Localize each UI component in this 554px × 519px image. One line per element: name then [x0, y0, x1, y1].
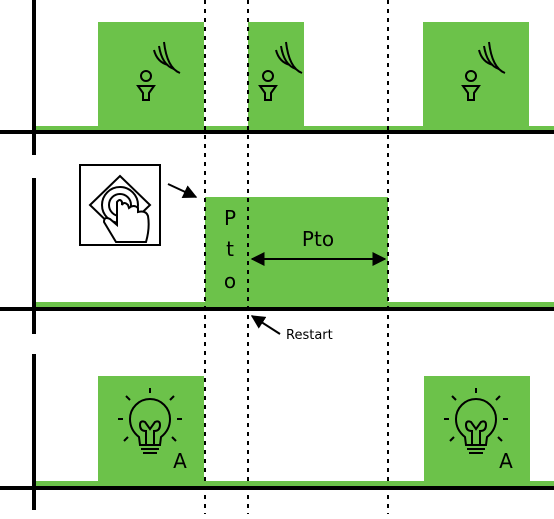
sensor-pulse-2	[248, 22, 304, 130]
lamp-output-letter: A	[499, 449, 513, 473]
lamp-row: A A	[0, 354, 554, 510]
motion-sensor-icon	[258, 41, 303, 101]
sensor-row	[0, 0, 554, 155]
touch-button-icon	[79, 164, 161, 246]
pto-vertical-letter: t	[226, 237, 234, 261]
lamp-pulse-1	[98, 376, 204, 487]
pto-vertical-letter: P	[224, 206, 236, 230]
press-arrow	[167, 183, 198, 199]
timer-row: P t o Pto Restart	[0, 164, 554, 343]
light-bulb-icon	[444, 388, 508, 454]
pto-span-label: Pto	[302, 227, 334, 251]
light-bulb-icon	[118, 388, 182, 454]
pto-vertical-letter: o	[224, 269, 236, 293]
lamp-pulse-2	[424, 376, 530, 487]
lamp-baseline-fill	[34, 481, 554, 487]
lamp-output-letter: A	[173, 449, 187, 473]
motion-sensor-icon	[136, 41, 181, 101]
motion-sensor-icon	[461, 41, 506, 101]
restart-arrow	[250, 315, 281, 335]
restart-label: Restart	[286, 328, 333, 343]
